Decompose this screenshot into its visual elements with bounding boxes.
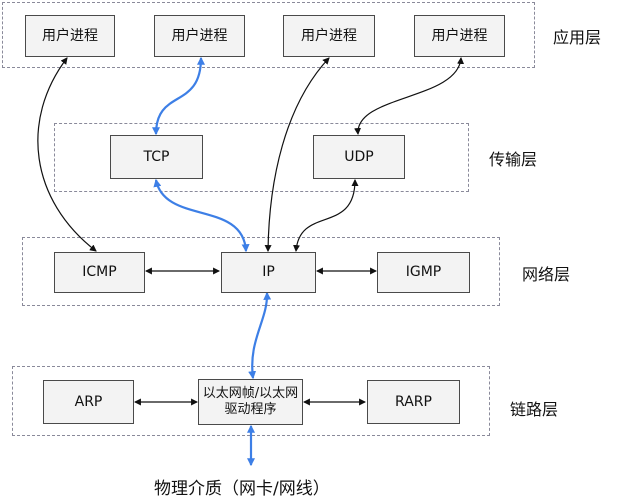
rarp-box: RARP [367,380,460,424]
ethernet-driver-line-2: 驱动程序 [224,402,277,417]
link-process3-ip [264,57,330,253]
user-process-box-1: 用户进程 [25,15,115,57]
icmp-box: ICMP [54,252,145,293]
tcp-box: TCP [110,135,203,179]
link-ip-driver [248,291,272,380]
igmp-box: IGMP [377,252,470,293]
network-layer-label: 网络层 [522,265,571,284]
application-layer-label: 应用层 [553,28,602,47]
transport-layer-frame [54,123,469,192]
udp-box: UDP [313,135,405,179]
user-process-box-2: 用户进程 [154,15,245,57]
link-process1-icmp [37,57,97,252]
link-layer-label: 链路层 [510,400,559,419]
link-udp-ip [293,178,359,253]
physical-medium-label: 物理介质（网卡/网线） [154,479,330,499]
link-process4-udp [354,56,465,136]
user-process-box-4: 用户进程 [414,15,505,57]
link-tcp-ip [153,178,250,253]
transport-layer-label: 传输层 [489,150,538,169]
ethernet-driver-line-1: 以太网帧/以太网 [202,386,299,401]
ip-box: IP [221,252,316,293]
user-process-box-3: 用户进程 [283,15,375,57]
link-process2-tcp [152,56,205,136]
ethernet-driver-box: 以太网帧/以太网 驱动程序 [198,379,303,425]
arp-box: ARP [43,380,134,424]
